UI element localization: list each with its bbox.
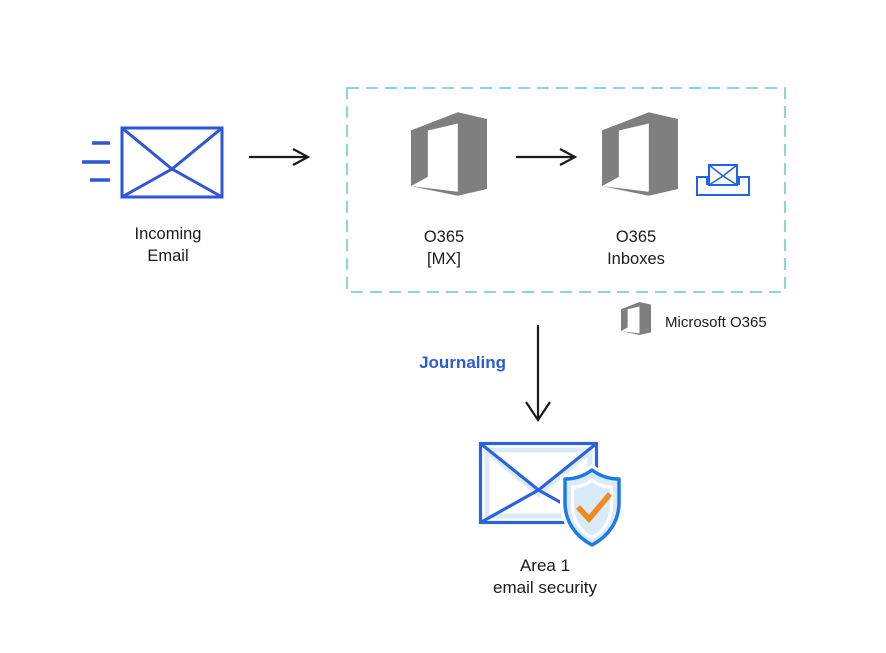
incoming-email-envelope-icon [82, 126, 224, 199]
office-logo-icon-mx [411, 112, 487, 196]
incoming-email-label: Incoming Email [98, 223, 238, 267]
incoming-email-label-line1: Incoming [134, 225, 202, 243]
journaling-arrow [525, 325, 551, 422]
incoming-email-label-line2: Email [147, 247, 189, 265]
o365-mx-label-line2: [MX] [427, 250, 461, 268]
microsoft-o365-legend-icon [621, 302, 651, 335]
area1-label: Area 1 email security [465, 555, 625, 599]
journaling-label: Journaling [419, 353, 506, 372]
area1-label-line1: Area 1 [519, 556, 571, 575]
o365-boundary-box [346, 87, 786, 293]
flow-arrow-incoming-to-mx [249, 148, 311, 166]
o365-inboxes-label-line2: Inboxes [607, 250, 665, 268]
o365-mx-label-line1: O365 [423, 228, 465, 246]
o365-inboxes-label-line1: O365 [615, 228, 657, 246]
o365-inboxes-label: O365 Inboxes [566, 226, 706, 270]
office-logo-icon-inboxes [602, 112, 678, 196]
flow-arrow-mx-to-inboxes [516, 148, 578, 166]
envelope-shield-check-icon [478, 441, 624, 550]
area1-label-line2: email security [493, 578, 597, 597]
inbox-tray-envelope-icon [696, 164, 750, 196]
microsoft-o365-legend-label: Microsoft O365 [665, 314, 767, 331]
o365-mx-label: O365 [MX] [374, 226, 514, 270]
